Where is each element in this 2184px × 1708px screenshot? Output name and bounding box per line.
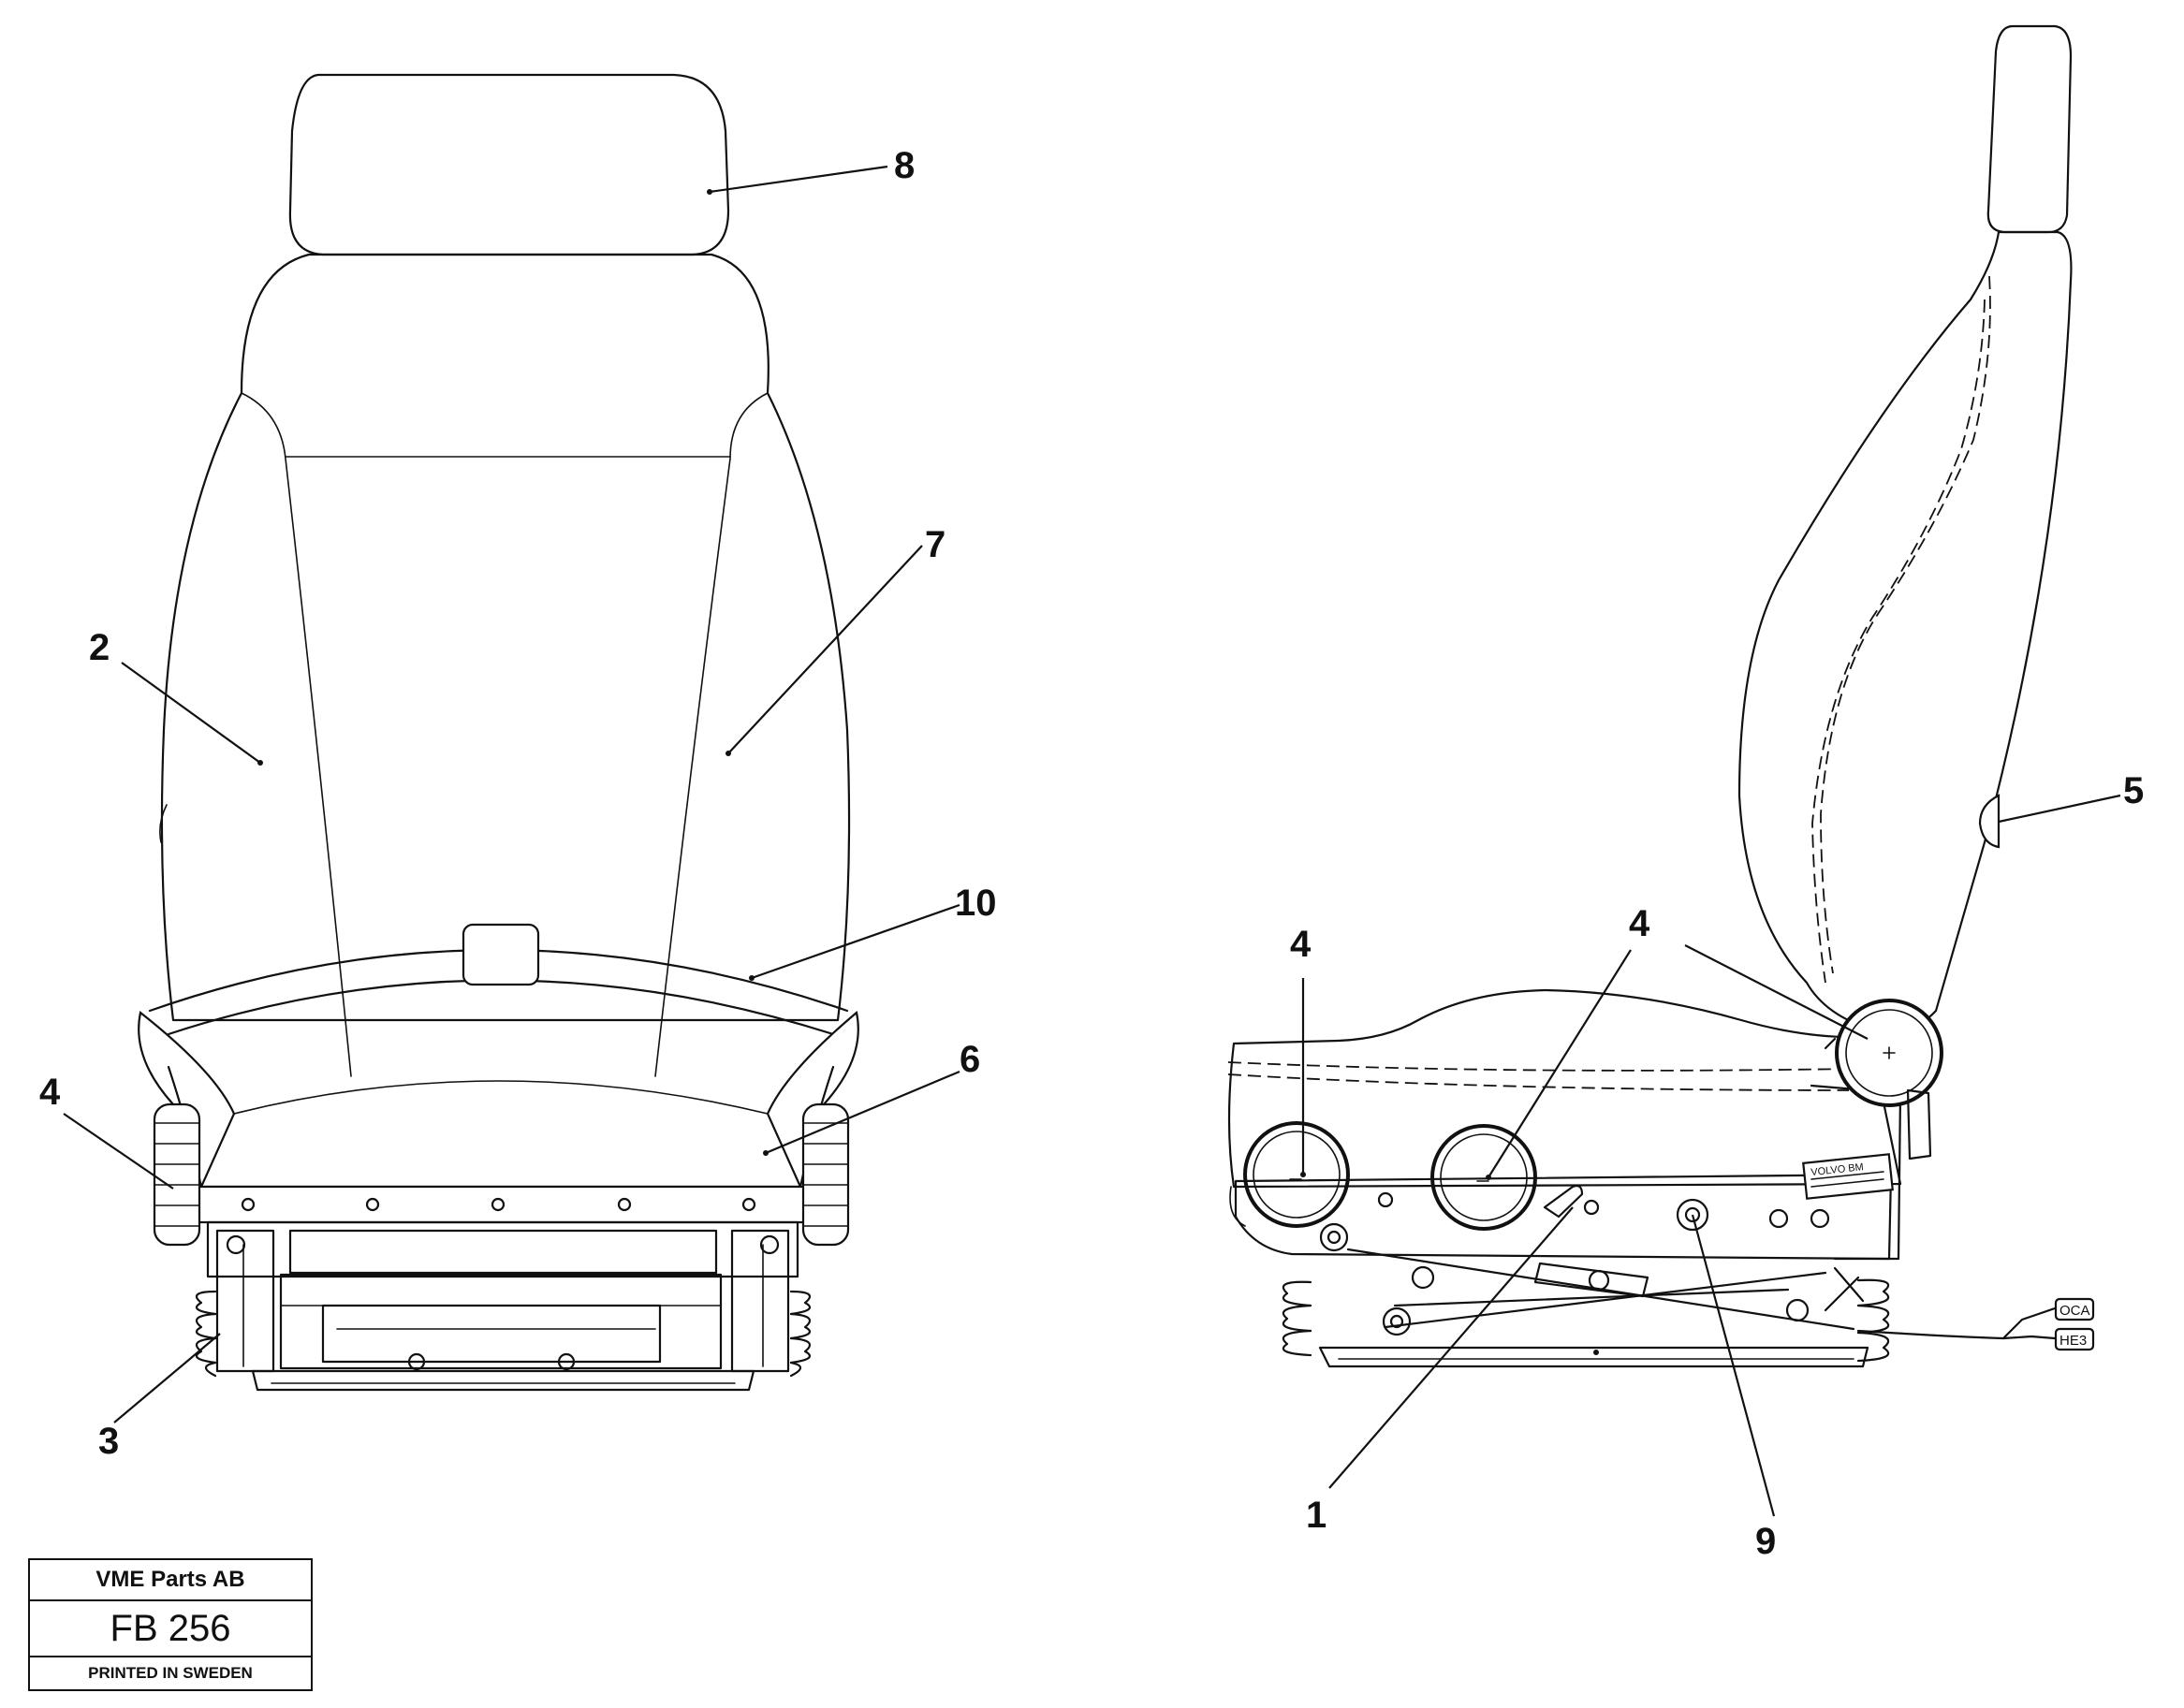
front-leader-dots [257, 189, 769, 1156]
side-seat-cushion [1227, 988, 1902, 1189]
side-knob-left [1243, 1121, 1350, 1228]
side-backrest [1737, 230, 2073, 1033]
front-headrest [288, 73, 730, 256]
side-backrest-seam [1820, 275, 1991, 974]
title-block-printed: PRINTED IN SWEDEN [88, 1664, 253, 1682]
callout-front-7: 7 [925, 524, 945, 565]
title-block-code: FB 256 [30, 1601, 311, 1657]
front-plate-holes [241, 1197, 756, 1212]
front-seat-base-plate [197, 1185, 807, 1224]
callout-front-6: 6 [960, 1039, 980, 1080]
title-block-company: VME Parts AB [30, 1560, 311, 1601]
callout-side-5: 5 [2123, 770, 2144, 811]
side-headrest [1986, 24, 2073, 234]
front-right-bellows [789, 1290, 812, 1378]
front-right-knob [801, 1102, 850, 1247]
side-volvo-plate-brand: VOLVO BM [1810, 1161, 1865, 1178]
cable-tag-upper: OCA [2054, 1297, 2095, 1321]
side-hardware [1319, 1037, 1932, 1252]
front-suspension [206, 1220, 799, 1373]
callout-side-4-left: 4 [1290, 924, 1312, 965]
side-knob-mid [1430, 1124, 1537, 1231]
front-seat-cushion [138, 1010, 859, 1192]
side-leader-dots [1300, 1172, 1491, 1180]
side-seat-frame [1234, 1173, 1893, 1261]
side-leaders [1301, 794, 2121, 1517]
callout-side-4-mid: 4 [1629, 903, 1650, 944]
callout-front-4: 4 [39, 1072, 61, 1113]
side-left-bellows [1282, 1280, 1312, 1357]
callout-front-8: 8 [894, 145, 915, 186]
title-block: VME Parts AB FB 256 PRINTED IN SWEDEN [28, 1558, 313, 1691]
callout-side-1: 1 [1306, 1495, 1327, 1536]
callout-side-9: 9 [1755, 1521, 1776, 1562]
front-hoop-clip [462, 923, 540, 986]
front-left-knob [153, 1102, 201, 1247]
front-left-bellows [195, 1290, 217, 1378]
callout-front-10: 10 [955, 883, 997, 924]
front-backrest [160, 253, 851, 1022]
side-volvo-plate: VOLVO BM [1802, 1153, 1894, 1200]
side-knob-back [1835, 999, 1943, 1107]
front-backrest-panel [241, 392, 352, 1077]
cable-tag-lower: HE3 [2054, 1327, 2095, 1351]
front-view-seat [138, 73, 859, 1392]
cable-tag-lower-text: HE3 [2059, 1333, 2087, 1349]
front-leaders [63, 165, 960, 1423]
front-base [251, 1369, 755, 1392]
side-right-bellows [1856, 1278, 1890, 1363]
callout-front-3: 3 [98, 1421, 119, 1462]
side-lumbar-knob [1978, 794, 2001, 849]
side-base [1318, 1346, 1869, 1368]
side-view-seat: VOLVO BM [1227, 24, 2073, 1368]
side-scissor-linkage [1346, 1248, 1865, 1336]
cable-tag-upper-text: OCA [2059, 1303, 2090, 1319]
callout-front-2: 2 [89, 627, 110, 668]
